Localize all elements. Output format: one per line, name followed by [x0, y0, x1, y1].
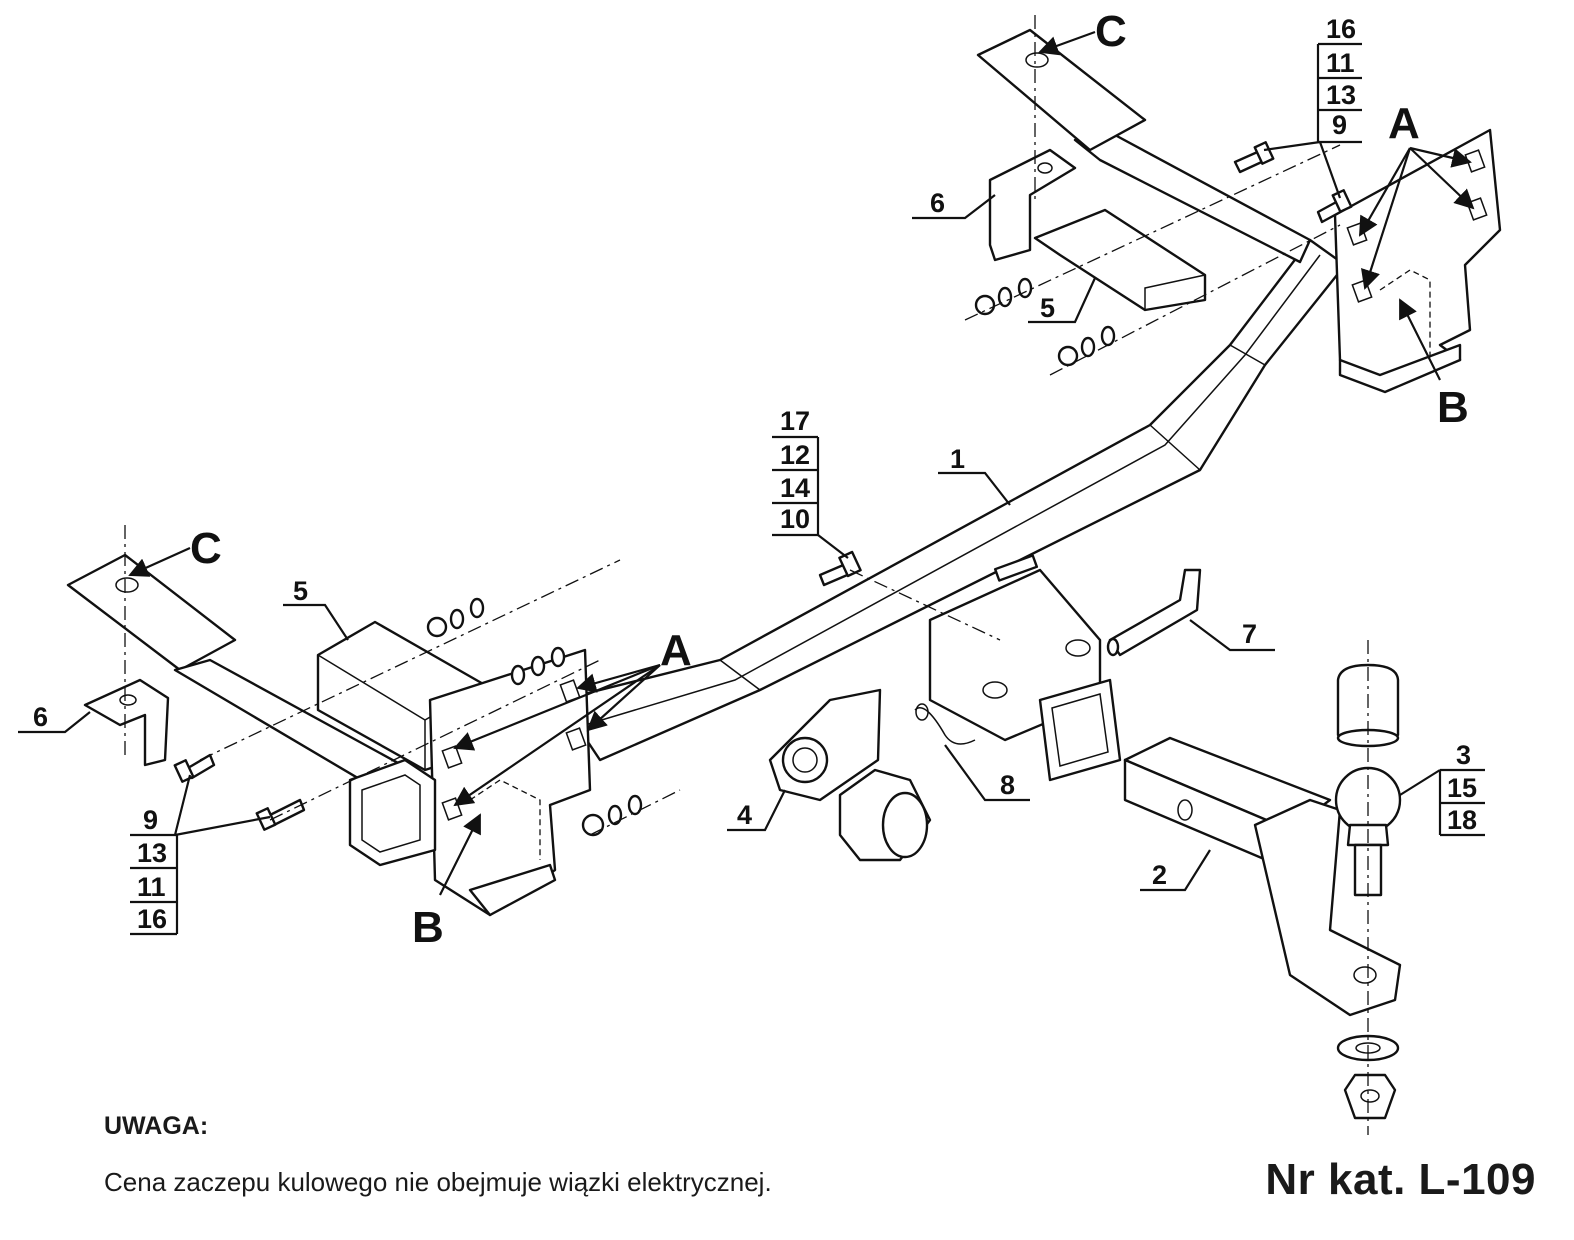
right-side-arm — [976, 28, 1312, 264]
stack-top-right-item: 11 — [1326, 48, 1355, 78]
label-part-6-left: 6 — [33, 702, 48, 732]
label-a-left: A — [660, 626, 692, 675]
electrical-socket — [838, 768, 932, 862]
stack-top-right-item: 9 — [1332, 110, 1347, 140]
nut-stack-right-lower — [1057, 325, 1116, 367]
label-part-6-right: 6 — [930, 188, 945, 218]
stack-center-item: 17 — [780, 406, 810, 436]
callout-lines — [18, 30, 1475, 896]
bolts-left — [173, 753, 306, 831]
spring-clip-8 — [914, 703, 976, 745]
label-a-right: A — [1388, 99, 1420, 148]
stack-center-item: 10 — [780, 504, 810, 534]
stack-ball-item: 18 — [1447, 805, 1477, 835]
stack-ball: 3 15 18 — [1438, 740, 1485, 837]
label-part-2: 2 — [1152, 860, 1167, 890]
nut-stack-left-upper — [426, 597, 485, 638]
label-b-left: B — [412, 903, 444, 952]
label-c-left: C — [190, 524, 222, 573]
label-part-7: 7 — [1242, 619, 1257, 649]
stack-bottom-left-item: 11 — [137, 872, 166, 902]
ball-mount-2 — [1123, 736, 1402, 1017]
socket-plate-4 — [768, 688, 882, 802]
label-part-5-left: 5 — [293, 576, 308, 606]
catalog-number: Nr kat. L-109 — [1265, 1155, 1536, 1204]
stack-ball-item: 3 — [1456, 740, 1471, 770]
stack-center-item: 12 — [780, 440, 810, 470]
label-c-top: C — [1095, 7, 1127, 56]
hitch-pin-7 — [1106, 568, 1202, 657]
label-part-4: 4 — [737, 800, 752, 830]
right-mounting-plate — [1333, 128, 1502, 394]
nut-stack-left-mid — [510, 646, 566, 686]
stack-center: 17 12 14 10 — [772, 406, 820, 537]
stack-bottom-left: 9 13 11 16 — [130, 805, 179, 936]
stack-center-item: 14 — [780, 473, 810, 503]
label-b-right: B — [1437, 383, 1469, 432]
nut-stack-left-lower — [581, 794, 643, 837]
stack-top-right-item: 16 — [1326, 14, 1356, 44]
axis-lines — [124, 15, 1369, 1135]
stack-top-right-item: 13 — [1326, 80, 1356, 110]
label-part-8: 8 — [1000, 770, 1015, 800]
stack-bottom-left-item: 13 — [137, 838, 167, 868]
bracket-6-left — [83, 678, 170, 767]
note-title: UWAGA: — [104, 1112, 209, 1140]
left-receiver-end — [348, 758, 437, 867]
hitch-receiver — [928, 554, 1122, 782]
label-part-1: 1 — [950, 444, 965, 474]
bolts-right — [1233, 141, 1353, 224]
nut-stack-right-upper — [974, 277, 1033, 316]
spacer-plate-5-right — [1033, 208, 1207, 312]
stack-bottom-left-item: 16 — [137, 904, 167, 934]
bracket-6-right — [988, 148, 1077, 262]
note-text: Cena zaczepu kulowego nie obejmuje wiązk… — [104, 1167, 772, 1197]
center-bolt — [818, 550, 862, 587]
left-side-arm — [66, 553, 422, 802]
stack-ball-item: 15 — [1447, 773, 1477, 803]
stack-top-right: 16 11 13 9 — [1316, 14, 1362, 144]
stack-bottom-left-item: 9 — [143, 805, 158, 835]
label-part-5-right: 5 — [1040, 293, 1055, 323]
